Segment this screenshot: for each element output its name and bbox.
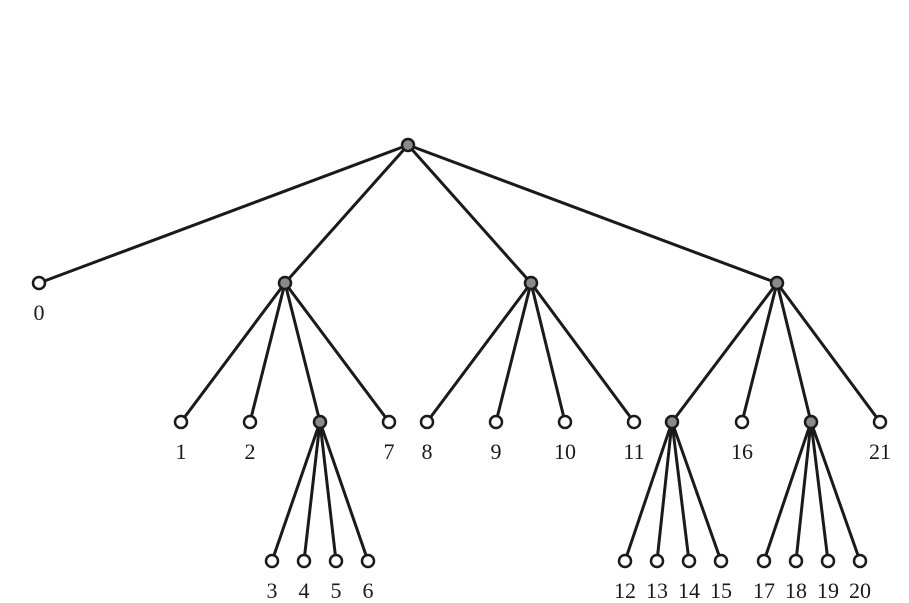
node-label-n14: 14 [678,578,700,603]
node-label-n9: 9 [491,439,502,464]
node-n8 [419,414,435,430]
node-label-n8: 8 [422,439,433,464]
node-a [277,275,293,291]
node-label-n10: 10 [554,439,576,464]
node-e [664,414,680,430]
node-n2 [242,414,258,430]
node-label-n20: 20 [849,578,871,603]
node-label-n19: 19 [817,578,839,603]
edge-e-n15 [670,420,723,563]
edge-b-n9 [494,281,533,424]
edge-root-b [406,143,533,285]
edge-a-n7 [283,281,391,424]
edge-f-n18 [794,420,813,563]
node-label-n3: 3 [267,578,278,603]
edge-f-n20 [809,420,862,563]
node-n6 [360,553,376,569]
node-n1 [173,414,189,430]
node-label-n21: 21 [869,439,891,464]
edge-d-n5 [318,420,338,563]
node-d [312,414,328,430]
edge-a-d [283,281,322,424]
node-n18 [788,553,804,569]
edge-c-f [775,281,813,424]
node-label-n1: 1 [176,439,187,464]
node-root [400,137,416,153]
node-label-n4: 4 [299,578,310,603]
node-n10 [557,414,573,430]
node-n13 [649,553,665,569]
node-b [523,275,539,291]
edge-d-n6 [318,420,370,563]
edge-c-e [670,281,779,424]
node-label-n11: 11 [623,439,644,464]
node-label-n13: 13 [646,578,668,603]
node-n12 [617,553,633,569]
edge-a-n2 [248,281,287,424]
node-n20 [852,553,868,569]
node-n15 [713,553,729,569]
node-n16 [734,414,750,430]
edges-layer [37,143,882,563]
node-label-n16: 16 [731,439,753,464]
node-label-n6: 6 [363,578,374,603]
node-label-n17: 17 [753,578,775,603]
edge-root-n0 [37,143,410,285]
node-label-n15: 15 [710,578,732,603]
edge-a-n1 [179,281,287,424]
node-f [803,414,819,430]
node-n4 [296,553,312,569]
node-label-n2: 2 [245,439,256,464]
edge-c-n21 [775,281,882,424]
node-n14 [681,553,697,569]
edge-e-n14 [670,420,691,563]
edge-f-n19 [809,420,830,563]
node-label-n5: 5 [331,578,342,603]
node-n17 [756,553,772,569]
edge-e-n12 [623,420,674,563]
node-n3 [264,553,280,569]
node-label-n7: 7 [384,439,395,464]
edge-e-n13 [655,420,674,563]
node-n5 [328,553,344,569]
edge-b-n8 [425,281,533,424]
edge-c-n16 [740,281,779,424]
edge-f-n17 [762,420,813,563]
edge-b-n10 [529,281,567,424]
node-n9 [488,414,504,430]
node-n21 [872,414,888,430]
node-c [769,275,785,291]
node-n19 [820,553,836,569]
edge-root-c [406,143,779,285]
node-n11 [626,414,642,430]
node-n7 [381,414,397,430]
edge-b-n11 [529,281,636,424]
node-label-n12: 12 [614,578,636,603]
node-n0 [31,275,47,291]
nodes-layer [31,137,888,569]
edge-d-n4 [302,420,322,563]
edge-d-n3 [270,420,322,563]
edge-root-a [283,143,410,285]
node-label-n0: 0 [34,300,45,325]
node-label-n18: 18 [785,578,807,603]
